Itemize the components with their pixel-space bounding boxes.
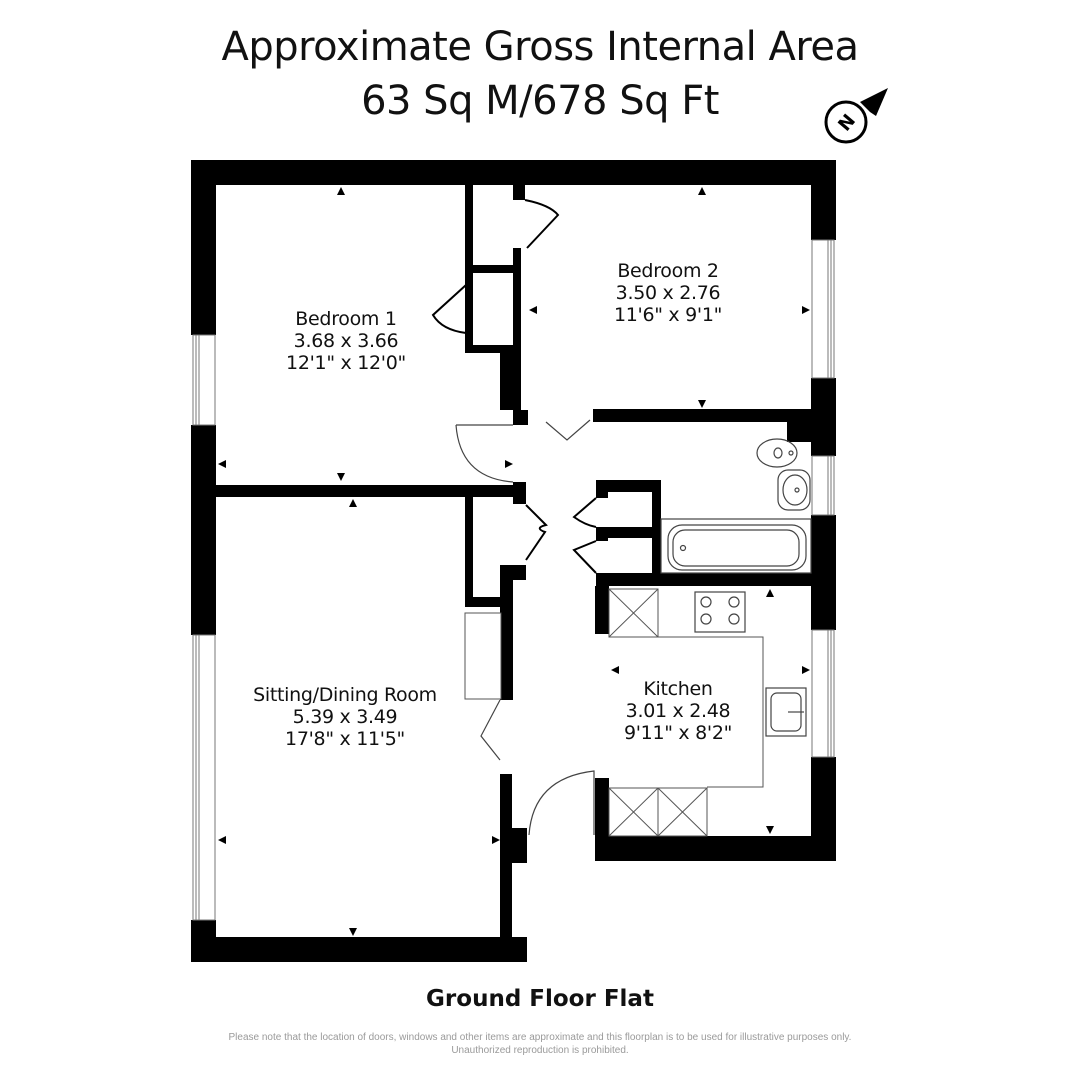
room-name: Sitting/Dining Room xyxy=(253,684,437,706)
doors xyxy=(431,199,597,836)
north-arrow-icon: N xyxy=(820,86,892,158)
room-name: Bedroom 2 xyxy=(617,260,719,282)
toilet-icon xyxy=(756,438,798,468)
room-imperial: 17'8" x 11'5" xyxy=(285,728,405,750)
bathtub-icon xyxy=(660,518,812,574)
windows xyxy=(192,239,835,921)
room-name: Kitchen xyxy=(643,678,713,700)
walls xyxy=(191,160,836,962)
floor-name: Ground Floor Flat xyxy=(426,986,654,1012)
room-metric: 3.01 x 2.48 xyxy=(625,700,731,722)
built-in-unit xyxy=(464,612,502,700)
room-imperial: 9'11" x 8'2" xyxy=(623,722,733,744)
area-title: Approximate Gross Internal Area xyxy=(221,24,859,70)
room-metric: 3.50 x 2.76 xyxy=(615,282,721,304)
disclaimer: Please note that the location of doors, … xyxy=(228,1032,852,1056)
room-metric: 5.39 x 3.49 xyxy=(292,706,398,728)
room-metric: 3.68 x 3.66 xyxy=(293,330,399,352)
dimension-markers xyxy=(218,187,810,936)
room-name: Bedroom 1 xyxy=(295,308,397,330)
room-label-kitchen: Kitchen 3.01 x 2.48 9'11" x 8'2" xyxy=(624,678,732,744)
kitchen-units xyxy=(608,588,764,837)
area-size: 63 Sq M/678 Sq Ft xyxy=(361,78,719,124)
kitchen-sink-icon xyxy=(765,687,807,737)
room-label-sitting-dining-room: Sitting/Dining Room 5.39 x 3.49 17'8" x … xyxy=(253,684,437,750)
hob-icon xyxy=(694,591,746,633)
room-imperial: 12'1" x 12'0" xyxy=(286,352,406,374)
washbasin-icon xyxy=(777,469,811,511)
room-imperial: 11'6" x 9'1" xyxy=(613,304,723,326)
room-label-bedroom-2: Bedroom 2 3.50 x 2.76 11'6" x 9'1" xyxy=(614,260,722,326)
room-label-bedroom-1: Bedroom 1 3.68 x 3.66 12'1" x 12'0" xyxy=(286,308,406,374)
